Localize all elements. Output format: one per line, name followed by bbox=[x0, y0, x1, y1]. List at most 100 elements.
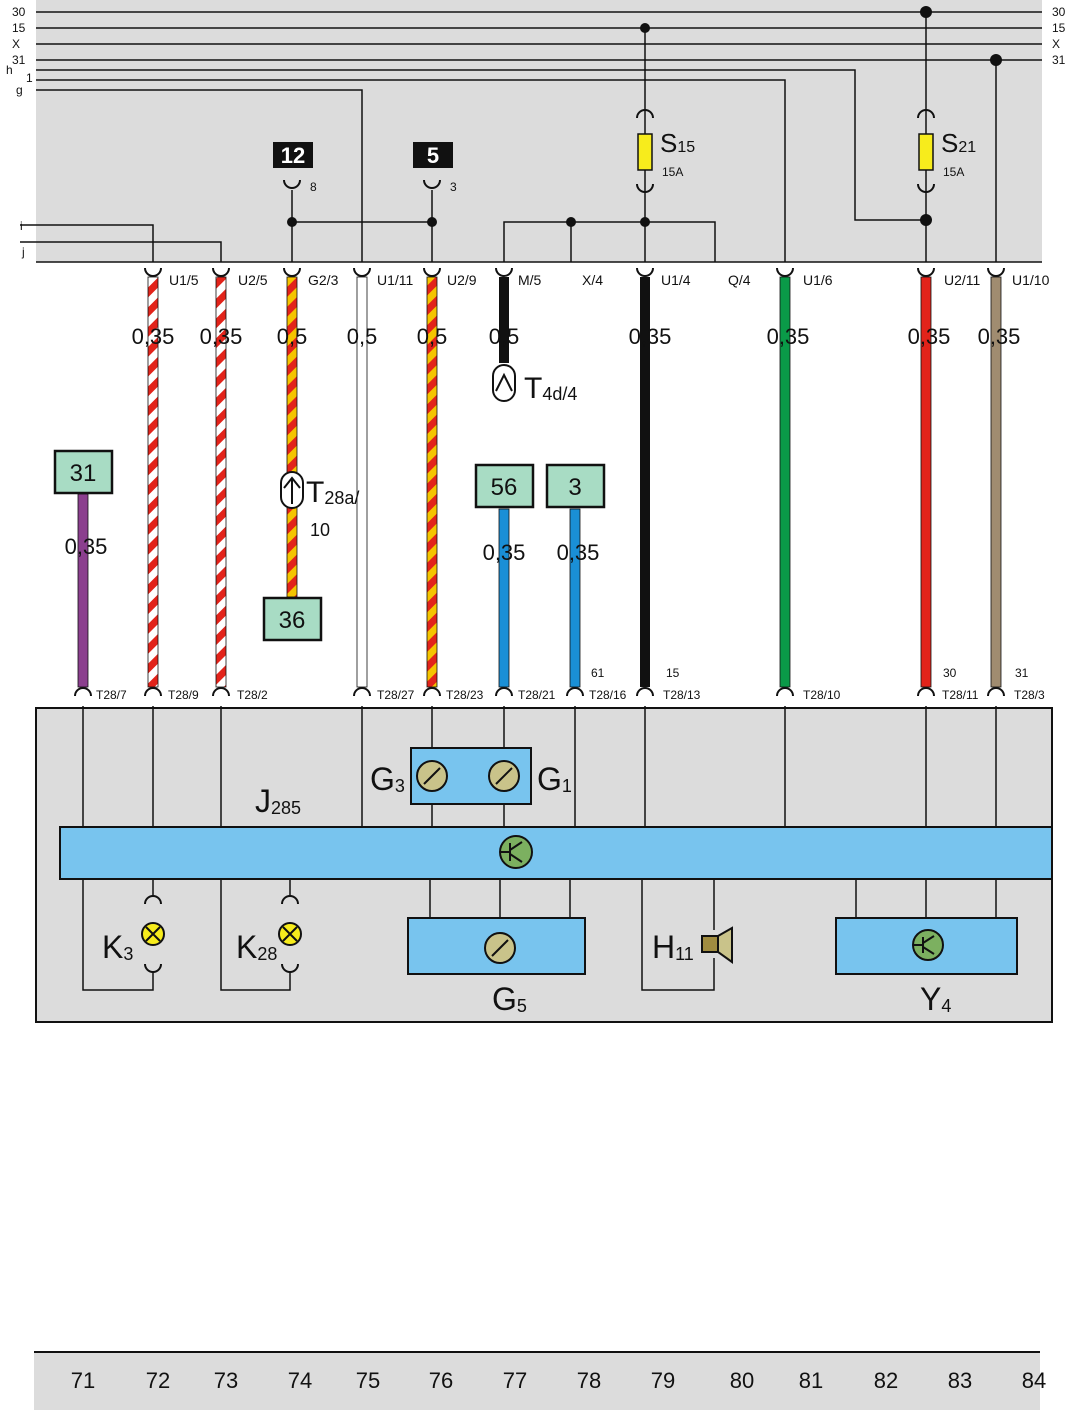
ref-5-pin: 3 bbox=[450, 180, 457, 194]
bus-label-h: h bbox=[6, 63, 13, 77]
footer-74: 74 bbox=[288, 1368, 312, 1393]
footer-82: 82 bbox=[874, 1368, 898, 1393]
pin-u1-4: U1/4 bbox=[661, 272, 691, 288]
bottom-plugs bbox=[74, 687, 1005, 697]
plug-5-icon bbox=[423, 179, 441, 189]
footer-81: 81 bbox=[799, 1368, 823, 1393]
fuse-s15 bbox=[636, 109, 654, 193]
footer-71: 71 bbox=[71, 1368, 95, 1393]
svg-text:12: 12 bbox=[281, 143, 305, 168]
bus-label-1: 1 bbox=[26, 71, 33, 85]
pin-u1-5: U1/5 bbox=[169, 272, 199, 288]
terminal-31: 31 bbox=[1015, 666, 1029, 680]
pin-t28-2: T28/2 bbox=[237, 688, 268, 702]
label-k28: K28 bbox=[236, 929, 277, 965]
transistor-y4-icon bbox=[912, 929, 944, 961]
footer-strip bbox=[34, 1352, 1040, 1410]
cluster-lines bbox=[82, 706, 997, 991]
pin-m-5: M/5 bbox=[518, 272, 542, 288]
ref-box-12: 12 bbox=[273, 142, 313, 168]
gauge-g1-icon bbox=[488, 760, 520, 792]
label-h11: H11 bbox=[652, 929, 694, 965]
size-73: 0,35 bbox=[200, 324, 243, 349]
footer-78: 78 bbox=[577, 1368, 601, 1393]
pin-t28-10: T28/10 bbox=[803, 688, 841, 702]
pin-t28-7: T28/7 bbox=[96, 688, 127, 702]
footer-77: 77 bbox=[503, 1368, 527, 1393]
bus-label-i: i bbox=[20, 219, 23, 233]
svg-text:56: 56 bbox=[491, 474, 518, 501]
terminal-30: 30 bbox=[943, 666, 957, 680]
label-j285: J285 bbox=[255, 783, 301, 819]
pin-u2-9: U2/9 bbox=[447, 272, 477, 288]
footer-73: 73 bbox=[214, 1368, 238, 1393]
connector-t4d-icon bbox=[492, 364, 516, 402]
pin-u1-10: U1/10 bbox=[1012, 272, 1050, 288]
bus-label-15: 15 bbox=[12, 21, 26, 35]
pin-u2-11: U2/11 bbox=[944, 272, 981, 288]
label-y4: Y4 bbox=[920, 981, 951, 1017]
size-79: 0,35 bbox=[629, 324, 672, 349]
pin-t28-21: T28/21 bbox=[518, 688, 556, 702]
pin-u2-5: U2/5 bbox=[238, 272, 268, 288]
bus-label-15-right: 15 bbox=[1052, 21, 1066, 35]
footer-75: 75 bbox=[356, 1368, 380, 1393]
connector-t28a-icon bbox=[280, 471, 304, 509]
label-k3: K3 bbox=[102, 929, 133, 965]
size-84: 0,35 bbox=[978, 324, 1021, 349]
size-74: 0,5 bbox=[277, 324, 308, 349]
ground-box-56: 56 bbox=[474, 463, 535, 509]
bus-label-g: g bbox=[16, 83, 23, 97]
svg-text:36: 36 bbox=[279, 607, 306, 634]
size-75: 0,5 bbox=[347, 324, 378, 349]
gauge-g3-icon bbox=[416, 760, 448, 792]
label-g5: G5 bbox=[492, 981, 527, 1017]
size-83: 0,35 bbox=[908, 324, 951, 349]
footer-84: 84 bbox=[1022, 1368, 1046, 1393]
pin-t28-13: T28/13 bbox=[663, 688, 701, 702]
fuse-s15-rating: 15A bbox=[662, 165, 683, 179]
size-78: 0,35 bbox=[557, 540, 600, 565]
pin-t28-3: T28/3 bbox=[1014, 688, 1045, 702]
connector-t28a-label: T28a/ bbox=[306, 476, 359, 509]
pin-t28-23: T28/23 bbox=[446, 688, 484, 702]
pin-t28-11: T28/11 bbox=[942, 688, 979, 702]
fuse-s21 bbox=[917, 109, 935, 193]
bus-label-31-right: 31 bbox=[1052, 53, 1066, 67]
ground-box-36: 36 bbox=[262, 596, 323, 642]
pin-t28-9: T28/9 bbox=[168, 688, 199, 702]
bus-label-x: X bbox=[12, 37, 20, 51]
plug-12-icon bbox=[283, 179, 301, 189]
svg-text:3: 3 bbox=[568, 474, 581, 501]
wire-71 bbox=[77, 493, 89, 688]
control-unit-bar bbox=[59, 826, 1053, 880]
bus-label-30: 30 bbox=[12, 5, 26, 19]
bus-label-j: j bbox=[21, 245, 25, 259]
ref-12-pin: 8 bbox=[310, 180, 317, 194]
ground-box-31: 31 bbox=[53, 449, 114, 495]
pin-g2-3: G2/3 bbox=[308, 272, 339, 288]
wire-77-top bbox=[499, 277, 509, 363]
label-g3: G3 bbox=[370, 761, 405, 797]
bus-label-31: 31 bbox=[12, 53, 26, 67]
size-77: 0,35 bbox=[483, 540, 526, 565]
label-g1: G1 bbox=[537, 761, 572, 797]
buzzer-h11-icon bbox=[701, 926, 733, 964]
fuse-s15-label: S15 bbox=[660, 128, 695, 158]
terminal-61: 61 bbox=[591, 666, 605, 680]
footer-79: 79 bbox=[651, 1368, 675, 1393]
junction-dots bbox=[287, 6, 1002, 227]
top-plugs bbox=[144, 267, 1005, 277]
fuse-s21-label: S21 bbox=[941, 128, 976, 158]
footer-76: 76 bbox=[429, 1368, 453, 1393]
pin-u1-11: U1/11 bbox=[377, 272, 414, 288]
size-76: 0,5 bbox=[417, 324, 448, 349]
ground-box-3: 3 bbox=[545, 463, 606, 509]
size-72: 0,35 bbox=[132, 324, 175, 349]
lamp-k28-icon bbox=[278, 895, 302, 973]
footer-80: 80 bbox=[730, 1368, 754, 1393]
connector-t28a-line2: 10 bbox=[310, 520, 330, 540]
bus-label-30-right: 30 bbox=[1052, 5, 1066, 19]
pin-t28-27: T28/27 bbox=[377, 688, 415, 702]
